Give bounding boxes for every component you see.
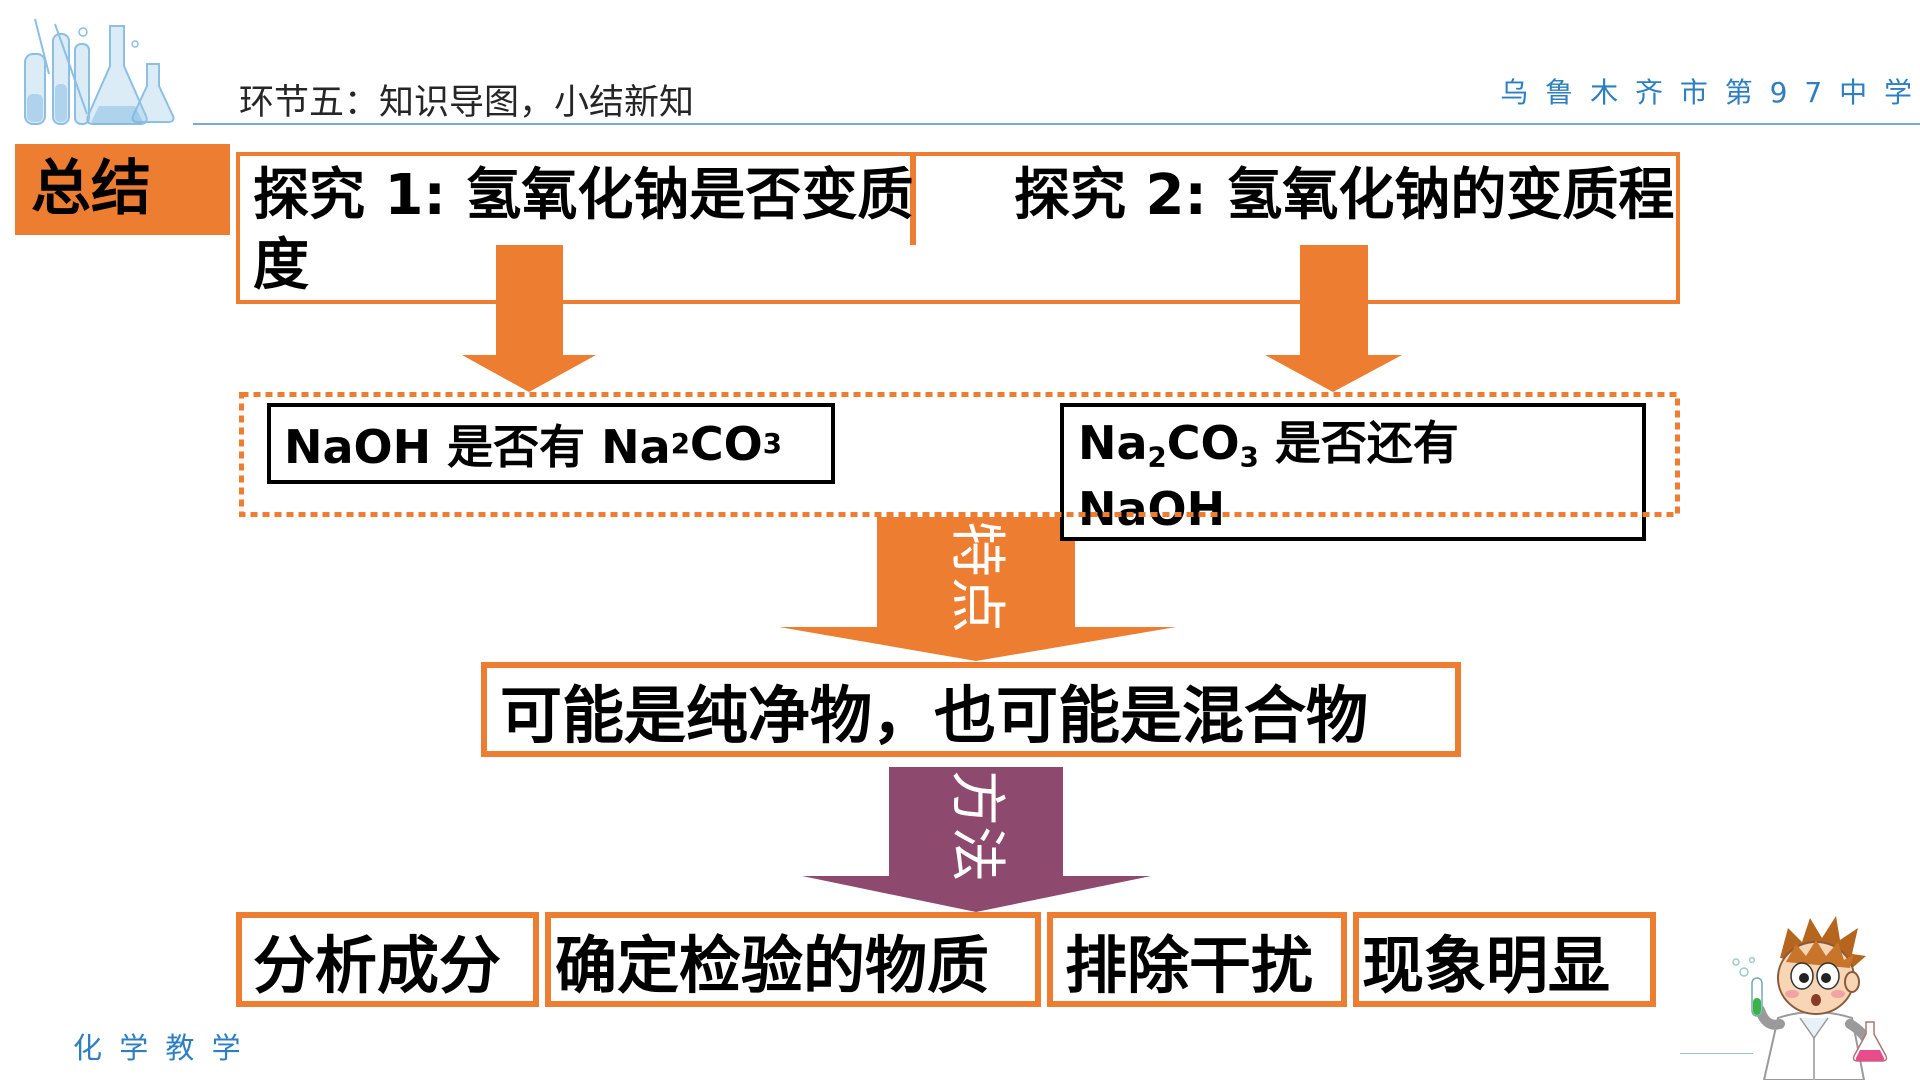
question-1-text-a: NaOH 是否有 Na — [284, 419, 671, 474]
method-step-text: 现象明显 — [1362, 928, 1611, 1002]
scientist-icon — [1732, 916, 1888, 1080]
school-name: 乌 鲁 木 齐 市 第 9 7 中 学 — [1500, 76, 1916, 109]
inquiry-1-text: 探究 1: 氢氧化钠是否变质 — [253, 163, 914, 228]
question-2-text-a: Na — [1078, 416, 1148, 470]
inquiry-box — [236, 152, 1680, 304]
header-divider — [193, 123, 1920, 125]
summary-label-box: 总结 — [15, 144, 230, 235]
method-arrow — [802, 767, 1151, 912]
question-2-subscript-b: 3 — [1239, 440, 1259, 474]
inquiry-divider — [910, 152, 916, 245]
characteristic-text: 可能是纯净物，也可能是混合物 — [500, 678, 1369, 752]
lab-glassware-icon — [24, 18, 175, 125]
summary-label: 总结 — [31, 154, 151, 224]
method-step-text: 确定检验的物质 — [555, 928, 990, 1002]
method-step-2: 确定检验的物质 — [545, 912, 1041, 1007]
method-step-4: 现象明显 — [1353, 912, 1656, 1007]
footer-subject: 化 学 教 学 — [73, 1031, 245, 1065]
question-1-text-b: CO — [689, 416, 763, 471]
characteristic-label: 特点 — [944, 521, 1009, 633]
inquiry-1-wrap-text: 度 — [253, 233, 309, 298]
question-2-line-1: Na2CO3 是否还有 — [1078, 410, 1642, 476]
down-arrow-right — [1265, 245, 1402, 392]
down-arrow-left — [462, 245, 596, 392]
method-step-3: 排除干扰 — [1047, 912, 1347, 1007]
question-2-text-b: CO — [1166, 416, 1240, 470]
question-2-text-c: 是否还有 — [1258, 416, 1459, 470]
characteristic-conclusion: 可能是纯净物，也可能是混合物 — [481, 662, 1461, 757]
question-2-line-2: NaOH — [1078, 482, 1226, 536]
method-step-text: 排除干扰 — [1065, 928, 1314, 1002]
question-2-subscript-a: 2 — [1147, 440, 1167, 474]
method-step-1: 分析成分 — [236, 912, 539, 1007]
method-step-text: 分析成分 — [253, 928, 502, 1002]
method-label: 方法 — [944, 770, 1009, 882]
question-2-box: Na2CO3 是否还有 NaOH — [1060, 403, 1646, 541]
footer-divider — [1680, 1053, 1753, 1054]
characteristic-arrow — [779, 517, 1176, 661]
inquiry-2-text: 探究 2: 氢氧化钠的变质程 — [1014, 163, 1675, 228]
section-title: 环节五：知识导图，小结新知 — [239, 83, 695, 123]
